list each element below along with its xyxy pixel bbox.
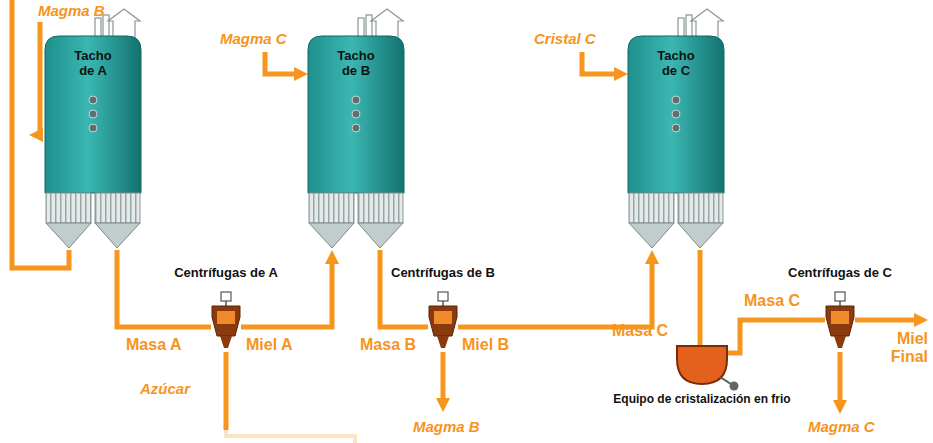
flow-connector <box>380 250 428 327</box>
stream-label: Masa C <box>744 292 800 310</box>
stream-label: Magma B <box>38 2 105 19</box>
output-arrow <box>441 352 446 404</box>
stream-label: Magma B <box>413 418 480 435</box>
centrifuge: Centrífugas de B <box>428 292 458 352</box>
centrifuge-symbol <box>825 292 855 352</box>
centrifuge-symbol <box>211 292 241 352</box>
vessel-label: Tacho de B <box>331 48 381 78</box>
stream-label: Masa C <box>612 322 668 340</box>
vessel-label: Tacho de C <box>651 48 701 78</box>
output-arrow <box>838 352 843 406</box>
sugar-line <box>224 352 229 430</box>
feed-arrow <box>37 22 40 135</box>
centrifuge-symbol <box>428 292 458 352</box>
stream-label: Cristal C <box>534 30 596 47</box>
vacuum-pan: Tacho de B <box>308 8 404 250</box>
stream-label: Magma C <box>220 30 287 47</box>
feed-arrow <box>265 52 300 74</box>
stream-label: Miel Final <box>878 330 928 366</box>
stream-label: Magma C <box>808 418 875 435</box>
stream-label: Masa B <box>360 336 416 354</box>
centrifuge: Centrífugas de A <box>211 292 241 352</box>
equipment-heading: Centrífugas de A <box>174 265 278 280</box>
vacuum-pan <box>45 8 141 250</box>
crystallizer: Equipo de cristalización en frio <box>676 345 728 385</box>
output-arrow <box>855 318 920 323</box>
stream-label: Miel A <box>246 336 293 354</box>
vacuum-pan <box>628 8 724 250</box>
centrifuge: Centrífugas de C <box>825 292 855 352</box>
equipment-heading: Centrífugas de B <box>391 265 495 280</box>
vacuum-pan: Tacho de A <box>45 8 141 250</box>
sugar-line-faded <box>226 430 355 443</box>
vacuum-pan: Tacho de C <box>628 8 724 250</box>
flow-connector <box>698 250 703 345</box>
flow-connector <box>728 320 825 353</box>
vacuum-pan <box>308 8 404 250</box>
equipment-heading: Centrífugas de C <box>788 265 892 280</box>
flow-connector <box>117 250 211 327</box>
stream-label: Azúcar <box>140 380 190 397</box>
feed-arrow <box>582 52 620 74</box>
equipment-caption: Equipo de cristalización en frio <box>612 392 792 406</box>
vessel-label: Tacho de A <box>68 48 118 78</box>
crystallizer-tank <box>676 345 728 385</box>
stream-label: Miel B <box>462 336 509 354</box>
stream-label: Masa A <box>126 336 181 354</box>
